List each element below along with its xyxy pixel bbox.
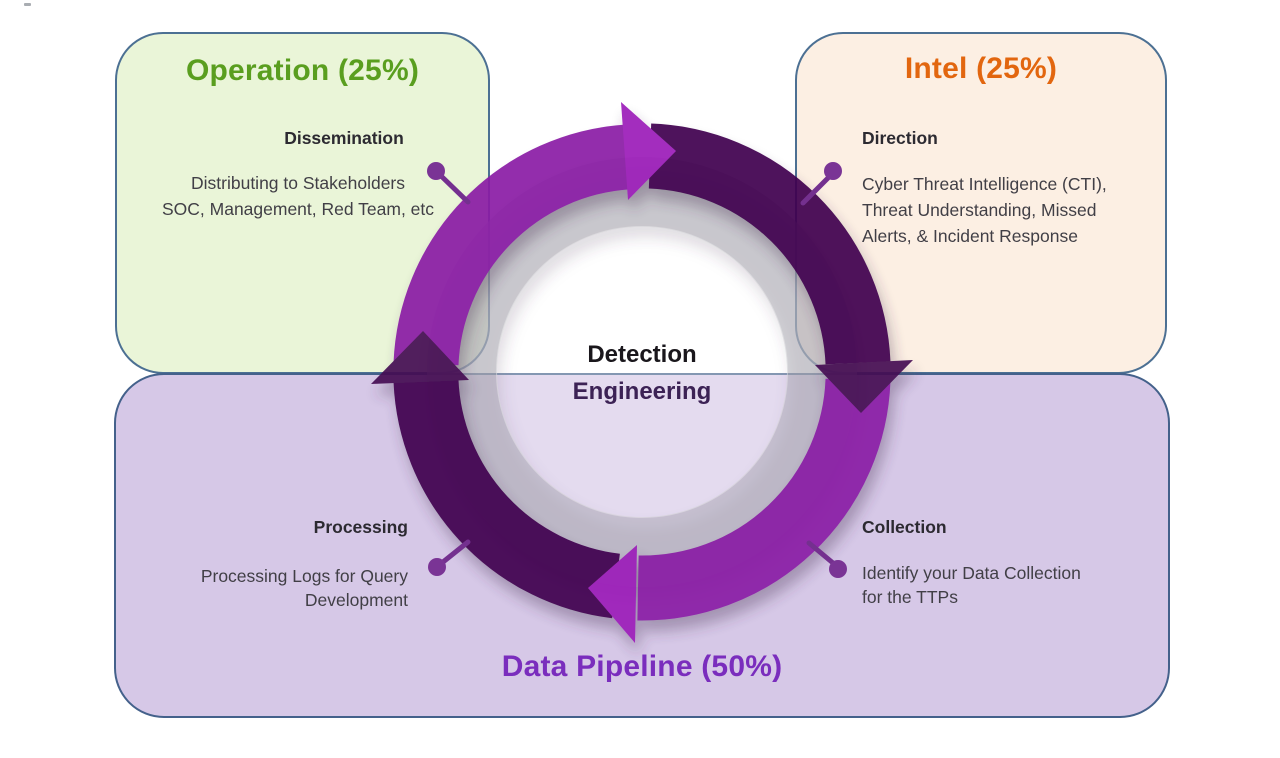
processing-line-1: Processing Logs for Query — [200, 566, 408, 586]
intel-title: Intel (25%) — [904, 52, 1058, 85]
dissemination-dot-icon — [427, 162, 445, 180]
arrowhead-bottom-icon — [588, 545, 637, 643]
cycle-arc-top-left — [393, 124, 630, 366]
data-pipeline-title: Data Pipeline (50%) — [501, 650, 783, 683]
dissemination-label: Dissemination — [284, 128, 404, 148]
processing-line-2: Development — [304, 590, 408, 610]
dissemination-line-2: SOC, Management, Red Team, etc — [161, 199, 435, 219]
collection-text: Identify your Data Collection for the TT… — [862, 561, 1172, 609]
collection-line-2: for the TTPs — [862, 587, 958, 607]
processing-label: Processing — [313, 517, 408, 537]
cycle-arc-bottom-right — [637, 378, 891, 621]
processing-text: Processing Logs for Query Development — [120, 564, 408, 612]
cycle-arc-bottom-left — [393, 378, 621, 619]
arrowhead-right-icon — [815, 360, 913, 413]
arrowhead-top-icon — [621, 102, 676, 200]
direction-dot-icon — [824, 162, 842, 180]
center-label-line1: Detection — [587, 341, 697, 368]
collection-line-1: Identify your Data Collection — [862, 563, 1081, 583]
processing-dot-icon — [428, 558, 446, 576]
operation-title: Operation (25%) — [185, 54, 420, 87]
arrowhead-left-icon — [371, 331, 469, 384]
direction-text: Cyber Threat Intelligence (CTI), Threat … — [862, 171, 1182, 249]
direction-line-1: Cyber Threat Intelligence (CTI), — [862, 174, 1107, 194]
dissemination-text: Distributing to Stakeholders SOC, Manage… — [118, 170, 478, 222]
collection-dot-icon — [829, 560, 847, 578]
direction-label: Direction — [862, 128, 938, 148]
data-pipeline-box — [114, 373, 1170, 718]
inner-disc — [496, 226, 788, 518]
dissemination-line-1: Distributing to Stakeholders — [191, 173, 405, 193]
center-label-line2: Engineering — [572, 378, 712, 405]
cycle-arc-top-right — [648, 123, 891, 365]
direction-line-2: Threat Understanding, Missed — [862, 200, 1097, 220]
stray-corner-mark — [24, 3, 31, 6]
direction-line-3: Alerts, & Incident Response — [862, 226, 1078, 246]
collection-label: Collection — [862, 517, 947, 537]
